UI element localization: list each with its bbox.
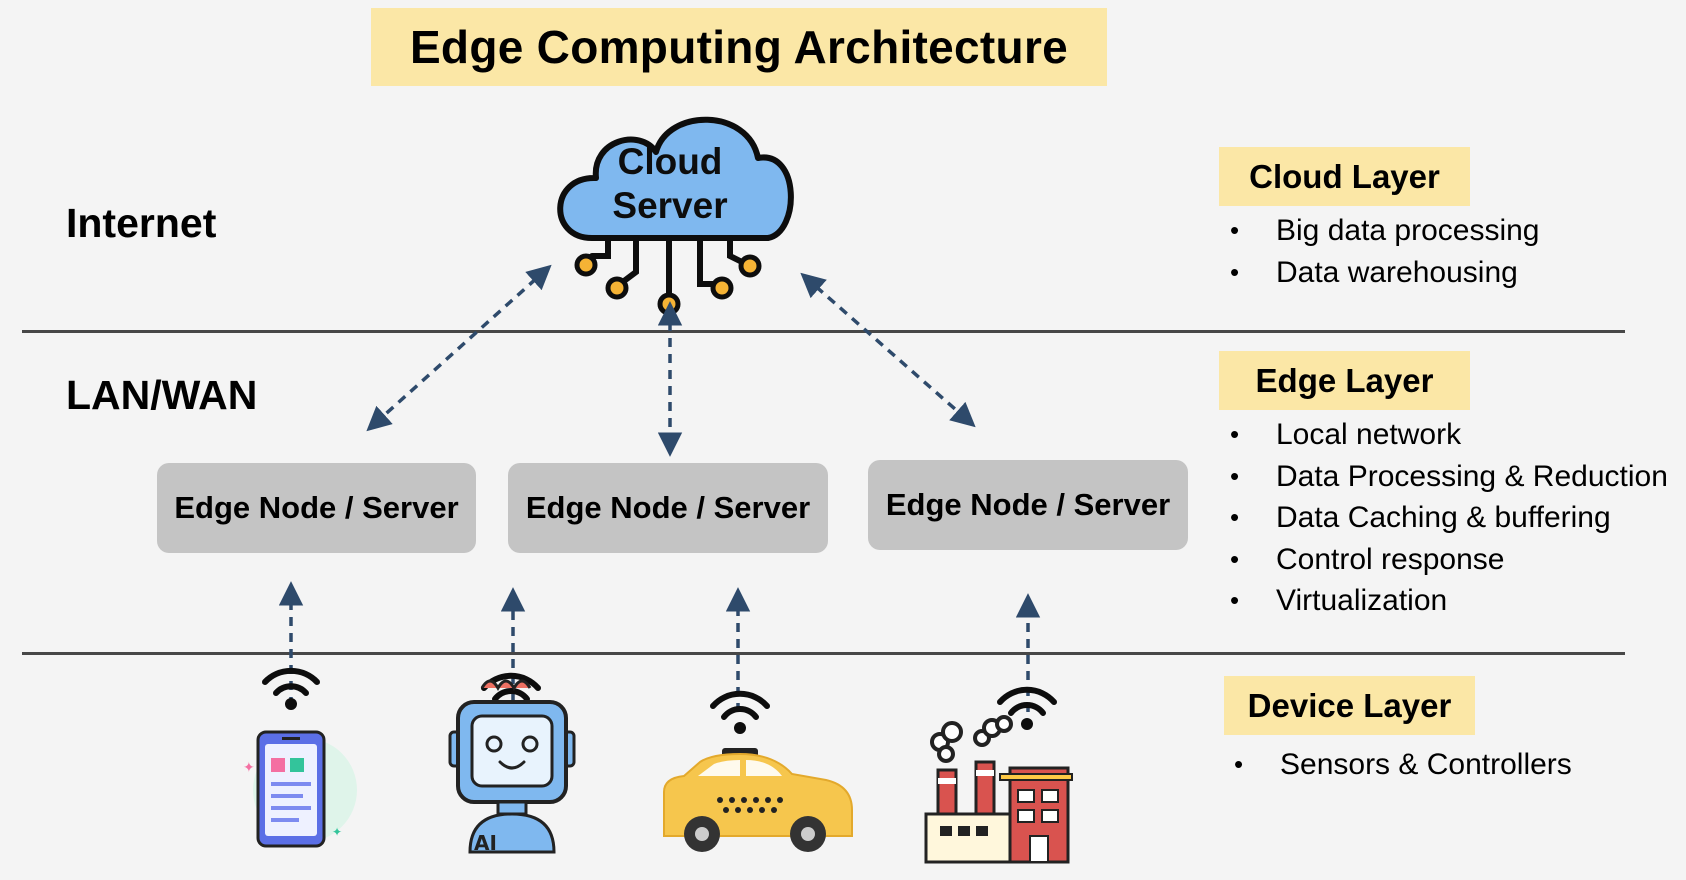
list-item: Data warehousing: [1230, 252, 1540, 294]
cloud-server-label: Cloud Server: [580, 140, 760, 228]
smartphone-icon: ✦ ✦: [243, 730, 357, 848]
divider-lan-device: [22, 652, 1625, 655]
svg-text:✦: ✦: [332, 825, 342, 839]
cloud-layer-title: Cloud Layer: [1219, 147, 1470, 206]
arrow-cloud-node1: [366, 264, 552, 432]
edge-layer-title: Edge Layer: [1219, 351, 1470, 410]
svg-text:AI: AI: [474, 831, 497, 855]
list-item: Virtualization: [1230, 580, 1668, 622]
device-layer-list: Sensors & Controllers: [1234, 744, 1572, 786]
cloud-server-label-line1: Cloud: [617, 141, 723, 182]
edge-node-2: Edge Node / Server: [508, 463, 828, 553]
factory-icon: [924, 715, 1073, 864]
taxi-icon: [663, 748, 853, 852]
list-item: Local network: [1230, 414, 1668, 456]
zone-label-internet: Internet: [66, 200, 217, 246]
edge-node-3: Edge Node / Server: [868, 460, 1188, 550]
list-item: Big data processing: [1230, 210, 1540, 252]
svg-text:✦: ✦: [243, 760, 255, 776]
edge-node-1: Edge Node / Server: [157, 463, 476, 553]
ai-robot-icon: AI: [448, 679, 576, 855]
wifi-icon-4: [997, 686, 1057, 716]
arrow-cloud-node3: [800, 272, 976, 428]
list-item: Data Processing & Reduction: [1230, 456, 1668, 498]
zone-label-lan-wan: LAN/WAN: [66, 372, 258, 418]
cloud-layer-list: Big data processing Data warehousing: [1230, 210, 1540, 293]
list-item: Sensors & Controllers: [1234, 744, 1572, 786]
list-item: Control response: [1230, 539, 1668, 581]
cloud-server-icon: [557, 116, 794, 316]
list-item: Data Caching & buffering: [1230, 497, 1668, 539]
device-layer-title: Device Layer: [1224, 676, 1475, 735]
cloud-server-label-line2: Server: [612, 185, 728, 226]
wifi-icon-1: [262, 667, 320, 696]
diagram-title: Edge Computing Architecture: [371, 8, 1107, 86]
edge-layer-list: Local network Data Processing & Reductio…: [1230, 414, 1668, 622]
wifi-icon-3: [710, 690, 770, 720]
